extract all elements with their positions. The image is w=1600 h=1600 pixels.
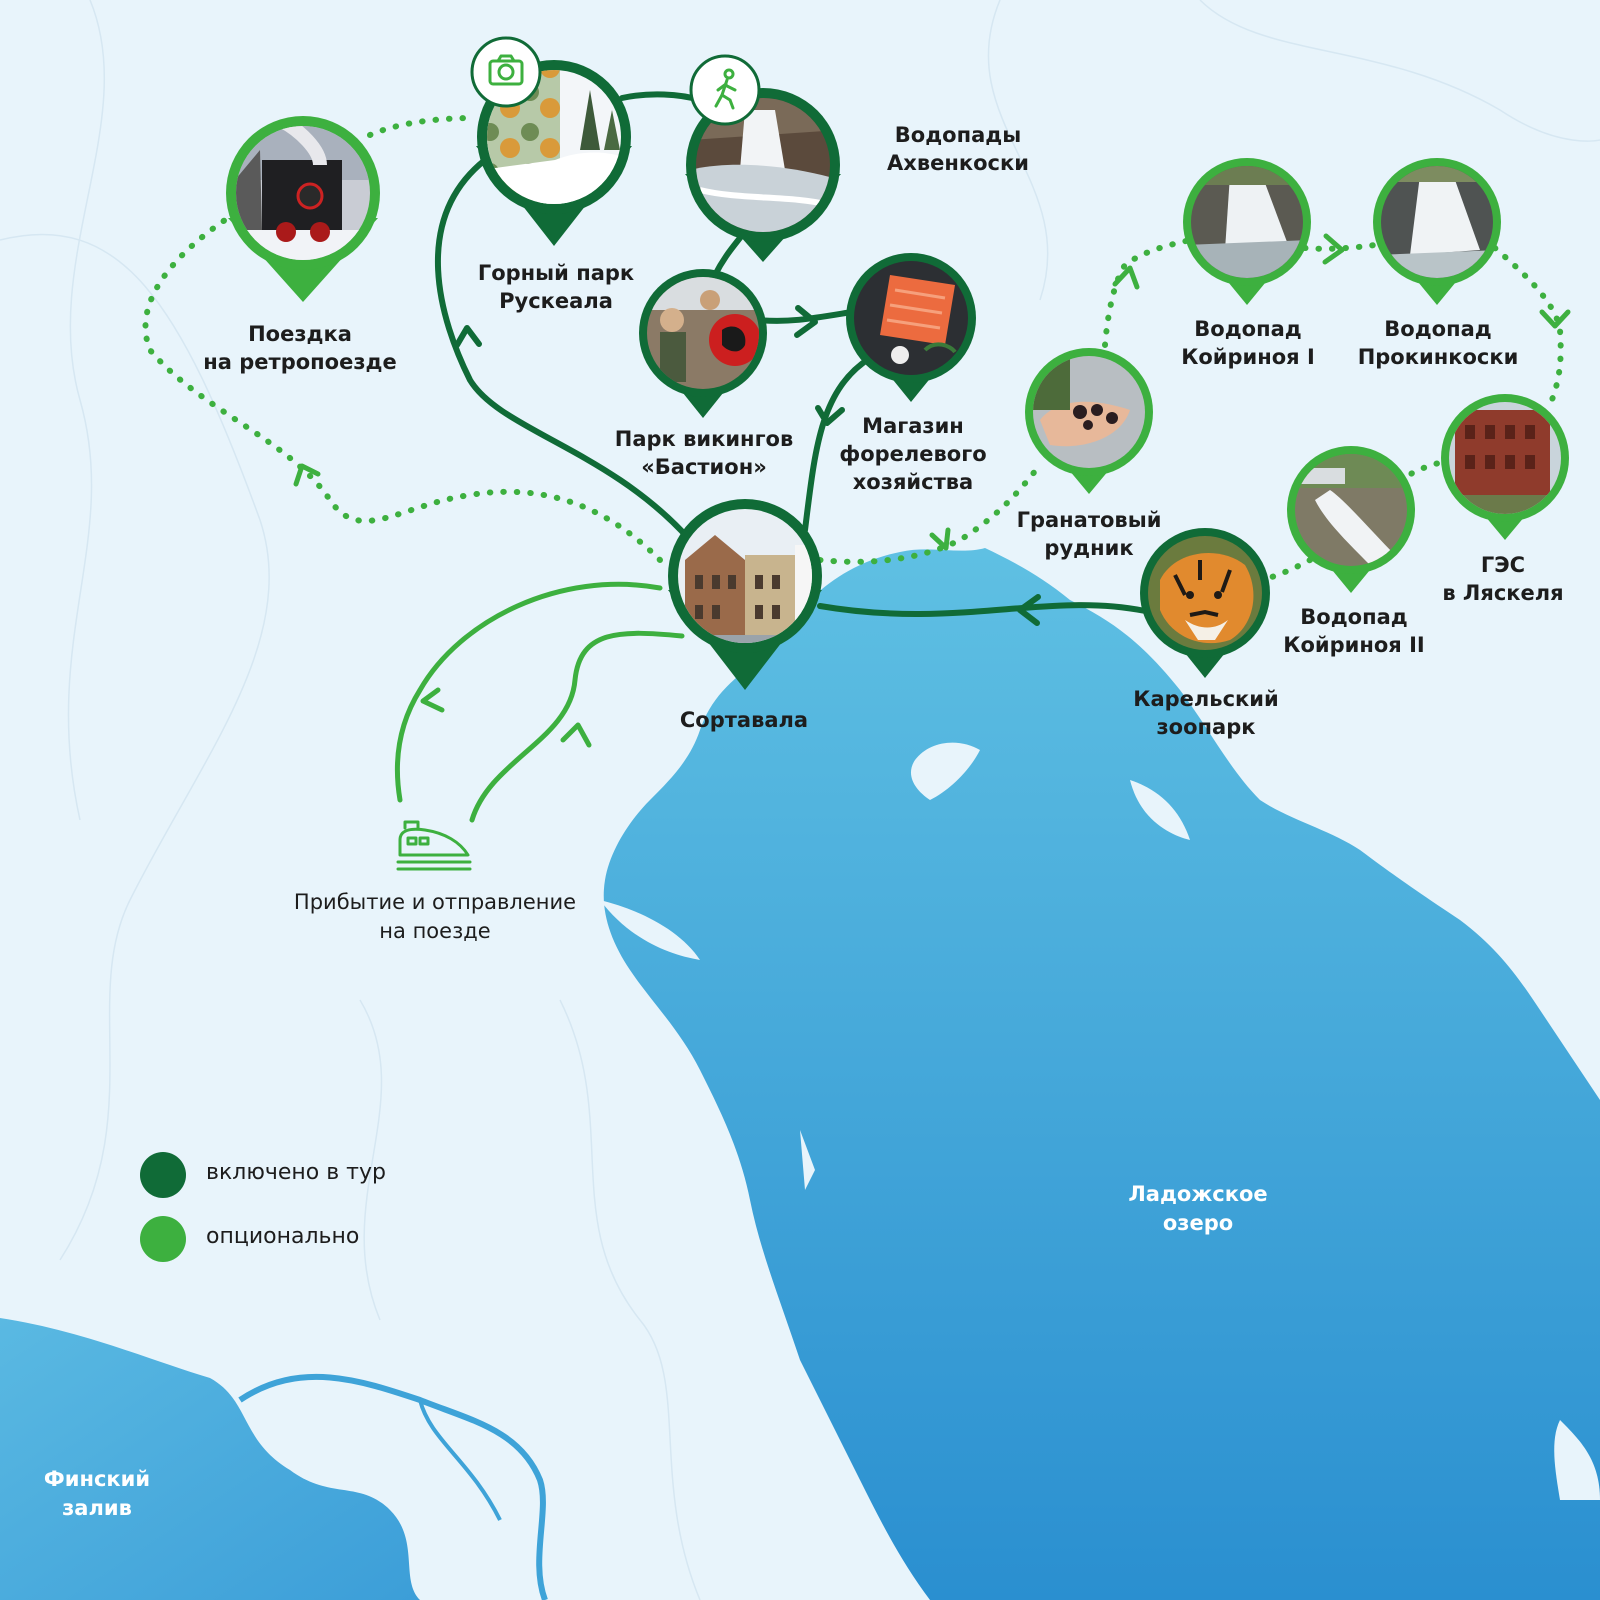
photo-vikings bbox=[647, 277, 759, 389]
pin-sortavala[interactable] bbox=[668, 499, 825, 690]
pin-ahvenkoski[interactable] bbox=[685, 54, 841, 262]
pin-laskela[interactable] bbox=[1441, 394, 1570, 540]
train-icon bbox=[396, 820, 472, 871]
pin-garnet[interactable] bbox=[1025, 348, 1153, 494]
pin-retro-train[interactable] bbox=[226, 116, 380, 302]
pin-ruskeala[interactable] bbox=[470, 36, 632, 246]
route-dotted-k2-zoo bbox=[1259, 557, 1313, 583]
legend-optional-swatch bbox=[140, 1216, 186, 1262]
route-vikings-trout bbox=[755, 309, 855, 324]
legend-optional-label: опционально bbox=[206, 1224, 360, 1249]
pin-vikings[interactable] bbox=[639, 269, 770, 418]
route-dotted-garnet bbox=[817, 462, 1043, 565]
camera-icon-glyph bbox=[488, 54, 524, 86]
route-dotted-retro bbox=[142, 215, 663, 563]
route-arrows bbox=[293, 233, 1571, 748]
label-zoo: Карельский зоопарк bbox=[1133, 687, 1279, 739]
legend-included-swatch bbox=[140, 1152, 186, 1198]
photo-sortavala bbox=[678, 509, 812, 643]
label-rail: Прибытие и отправление на поезде bbox=[293, 890, 577, 943]
photo-trout bbox=[854, 261, 968, 375]
photo-zoo bbox=[1148, 536, 1262, 650]
route-zoo-sortavala bbox=[817, 602, 1153, 617]
pin-prokinkoski[interactable] bbox=[1373, 158, 1501, 305]
route-sortavala-ruskeala bbox=[434, 157, 693, 543]
legend-included-label: включено в тур bbox=[206, 1160, 386, 1185]
route-dotted-prokin-laskela bbox=[1492, 245, 1564, 408]
label-ahvenkoski: Водопады Ахвенкоски bbox=[887, 123, 1029, 175]
label-trout-shop: Магазин форелевого хозяйства bbox=[839, 414, 987, 494]
route-dotted-garnet-koirinoja1 bbox=[1102, 237, 1193, 348]
walking-person-icon-glyph bbox=[714, 68, 737, 110]
label-koirinoja-2: Водопад Койриноя II bbox=[1283, 605, 1425, 657]
label-ruskeala: Горный парк Рускеала bbox=[477, 261, 635, 313]
camera-icon bbox=[470, 36, 542, 108]
pin-zoo[interactable] bbox=[1140, 528, 1270, 678]
label-vikings: Парк викингов «Бастион» bbox=[614, 427, 794, 479]
route-dotted-retro-top bbox=[367, 115, 478, 138]
route-trout-sortavala bbox=[802, 355, 873, 533]
pin-koirinoja-1[interactable] bbox=[1183, 158, 1311, 305]
route-rail-in bbox=[469, 630, 685, 823]
route-ruskeala-ahvenkoski bbox=[619, 91, 703, 103]
label-retro-train: Поездка на ретропоезде bbox=[203, 322, 397, 374]
label-finnish-gulf: Финский залив bbox=[43, 1467, 151, 1520]
label-sortavala: Сортавала bbox=[679, 708, 809, 732]
label-garnet: Гранатовый рудник bbox=[1016, 508, 1162, 560]
pin-koirinoja-2[interactable] bbox=[1287, 446, 1415, 593]
ladoga-lake bbox=[603, 548, 1600, 1600]
finnish-gulf bbox=[0, 1318, 420, 1600]
route-rail-out bbox=[394, 581, 663, 803]
label-prokinkoski: Водопад Прокинкоски bbox=[1357, 317, 1519, 369]
label-ladoga-lake: Ладожское озеро bbox=[1128, 1182, 1268, 1235]
pin-trout-shop[interactable] bbox=[846, 253, 976, 402]
label-laskela: ГЭС в Ляскеля bbox=[1442, 553, 1564, 605]
route-dotted-laskela-k2 bbox=[1402, 457, 1453, 481]
ladoga-islands bbox=[560, 742, 1600, 1500]
neva-river bbox=[238, 1373, 548, 1600]
label-koirinoja-1: Водопад Койриноя I bbox=[1181, 317, 1315, 369]
